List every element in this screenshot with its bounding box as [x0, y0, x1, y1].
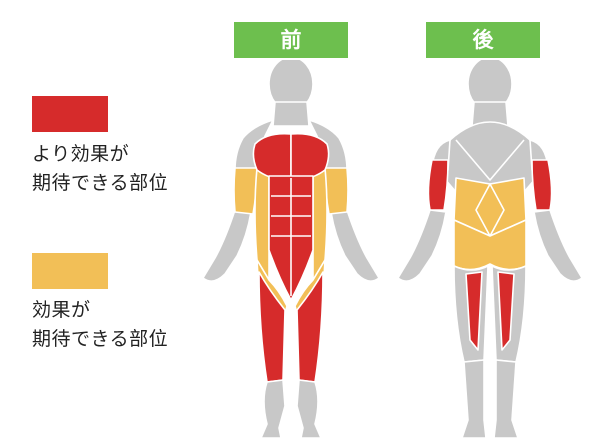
- legend-swatch-high-effect: [32, 96, 108, 132]
- back-body-figure: [397, 60, 583, 439]
- legend-label-effect: 効果が 期待できる部位: [32, 299, 169, 350]
- back-view-label: 後: [426, 22, 540, 58]
- front-body-figure: [202, 60, 380, 439]
- legend-label-high-effect: より効果が 期待できる部位: [32, 143, 169, 194]
- legend-swatch-effect: [32, 253, 108, 289]
- front-view-label: 前: [234, 22, 348, 58]
